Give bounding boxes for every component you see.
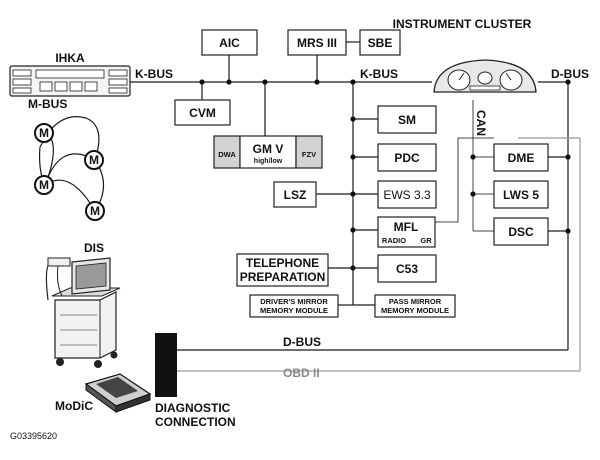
modic-device-icon — [84, 373, 152, 413]
svg-text:TELEPHONE: TELEPHONE — [246, 256, 319, 270]
module-mrs: MRS III — [287, 29, 347, 56]
module-sbe: SBE — [359, 29, 401, 56]
motor-3: M — [34, 175, 54, 195]
ihka-control-panel — [9, 65, 131, 97]
svg-text:MEMORY MODULE: MEMORY MODULE — [260, 306, 328, 315]
module-cvm: CVM — [174, 99, 231, 126]
svg-text:M: M — [39, 126, 49, 140]
module-sm: SM — [377, 105, 437, 134]
svg-text:PREPARATION: PREPARATION — [240, 270, 326, 284]
diagnostic-connection-label-2: CONNECTION — [155, 415, 236, 429]
module-dme: DME — [493, 143, 549, 172]
svg-text:DRIVER'S MIRROR: DRIVER'S MIRROR — [260, 297, 328, 306]
ihka-label: IHKA — [55, 51, 85, 65]
svg-text:MFL: MFL — [394, 220, 419, 234]
svg-text:MEMORY MODULE: MEMORY MODULE — [381, 306, 449, 315]
svg-text:PDC: PDC — [394, 151, 420, 165]
module-drivers-mirror: DRIVER'S MIRROR MEMORY MODULE — [249, 294, 339, 318]
module-gmv: DWA GM V high/low FZV — [213, 135, 323, 169]
svg-text:SBE: SBE — [368, 36, 393, 50]
k-bus-label-right: K-BUS — [360, 67, 398, 81]
svg-text:LWS 5: LWS 5 — [503, 188, 539, 202]
modic-label: MoDiC — [55, 399, 93, 413]
svg-text:GM V: GM V — [253, 142, 284, 156]
svg-text:M: M — [89, 153, 99, 167]
figure-code: G03395620 — [10, 431, 57, 441]
motor-1: M — [34, 123, 54, 143]
svg-text:LSZ: LSZ — [284, 188, 307, 202]
svg-text:PASS MIRROR: PASS MIRROR — [389, 297, 442, 306]
module-aic: AIC — [201, 29, 258, 56]
instrument-cluster-icon — [433, 59, 537, 93]
svg-text:DME: DME — [508, 151, 535, 165]
fzv-label: FZV — [302, 150, 316, 159]
svg-text:MRS III: MRS III — [297, 36, 337, 50]
dis-label: DIS — [84, 241, 104, 255]
module-telephone-preparation: TELEPHONE PREPARATION — [236, 253, 329, 287]
svg-text:DSC: DSC — [508, 225, 534, 239]
module-lws: LWS 5 — [493, 180, 549, 209]
svg-text:C53: C53 — [396, 262, 418, 276]
dis-tester-icon — [45, 257, 121, 368]
svg-text:AIC: AIC — [219, 36, 240, 50]
motor-4: M — [85, 201, 105, 221]
diagnostic-connector — [155, 333, 177, 397]
module-pass-mirror: PASS MIRROR MEMORY MODULE — [374, 294, 456, 318]
svg-text:high/low: high/low — [254, 158, 283, 165]
d-bus-label-top: D-BUS — [551, 67, 589, 81]
k-bus-label-left: K-BUS — [135, 67, 173, 81]
dwa-label: DWA — [218, 150, 236, 159]
svg-text:M: M — [90, 204, 100, 218]
d-bus-label-bottom: D-BUS — [283, 335, 321, 349]
diagnostic-connection-label-1: DIAGNOSTIC — [155, 401, 231, 415]
module-c53: C53 — [377, 254, 437, 283]
obd-label: OBD II — [283, 366, 320, 380]
motor-2: M — [84, 150, 104, 170]
svg-text:M: M — [39, 178, 49, 192]
instrument-cluster-label: INSTRUMENT CLUSTER — [393, 17, 532, 31]
can-label: CAN — [474, 110, 488, 136]
module-lsz: LSZ — [273, 181, 317, 208]
module-ews: EWS 3.3 — [377, 180, 437, 209]
svg-text:GR: GR — [420, 236, 432, 245]
svg-text:SM: SM — [398, 113, 416, 127]
module-mfl: MFL RADIO GR — [377, 216, 436, 248]
module-pdc: PDC — [377, 143, 437, 172]
m-bus-label: M-BUS — [28, 97, 67, 111]
svg-text:CVM: CVM — [189, 106, 216, 120]
svg-text:RADIO: RADIO — [382, 236, 406, 245]
module-dsc: DSC — [493, 217, 549, 246]
svg-text:EWS 3.3: EWS 3.3 — [383, 188, 431, 202]
